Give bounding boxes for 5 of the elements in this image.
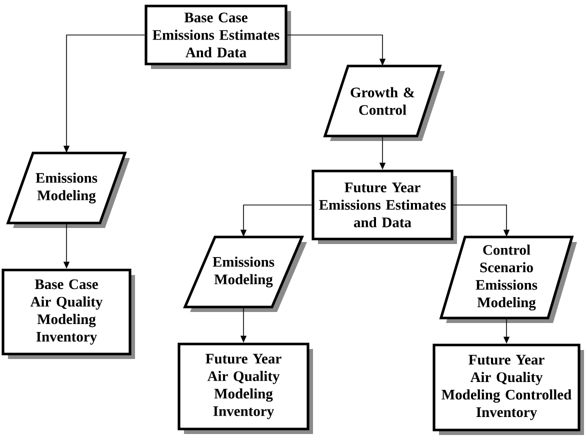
process-box: Future Year Emissions Estimates and Data [312,170,457,244]
process-box: Base Case Emissions Estimates And Data [144,4,291,69]
process-box: Future Year Air Quality Modeling Inventory [178,342,313,434]
process-box: Base Case Air Quality Modeling Inventory [2,268,135,359]
process-box: Future Year Air Quality Modeling Controlled Inventory [432,344,584,435]
